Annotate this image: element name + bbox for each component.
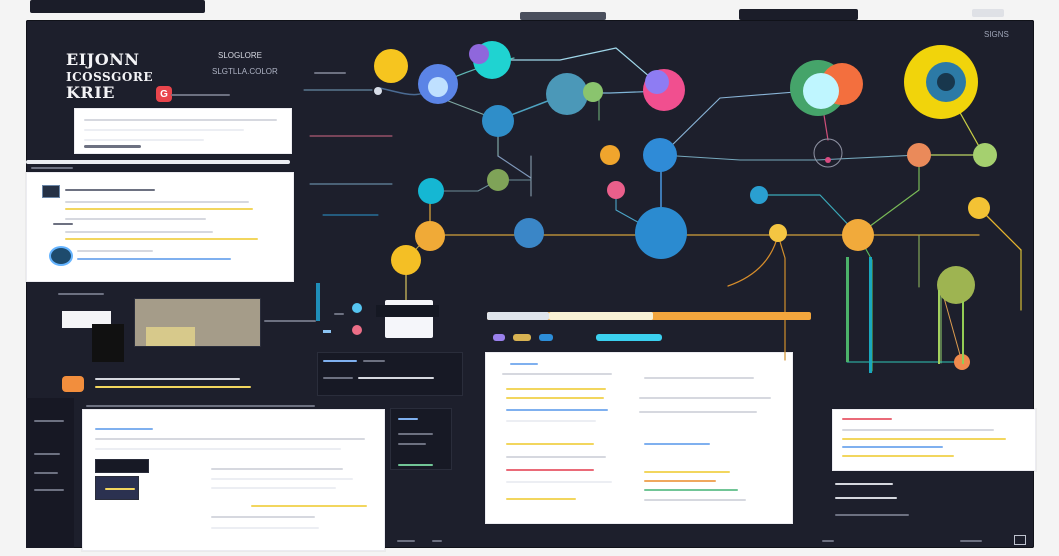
- row-text-2: [95, 386, 251, 388]
- amber-node: [415, 221, 445, 251]
- divider-1: [26, 160, 290, 164]
- orange-square-icon: [62, 376, 84, 392]
- gold-node: [968, 197, 990, 219]
- mini-chip-3: [539, 334, 553, 341]
- header-underline: [171, 94, 230, 96]
- olive-node: [937, 266, 975, 304]
- top-right-chip: [739, 9, 858, 20]
- moss-node: [487, 169, 509, 191]
- bottom-left-document: [82, 409, 385, 551]
- large-yellow-node-eye: [937, 73, 955, 91]
- g-badge-icon: G: [156, 86, 172, 102]
- progress-segment-1: [487, 312, 549, 320]
- dotted-guide: [316, 283, 320, 321]
- row-divider: [86, 405, 315, 407]
- header-mini-line: [314, 72, 346, 74]
- media-thumbnail: [146, 327, 195, 346]
- teal-node-accent: [469, 44, 489, 64]
- outline-node-dot: [825, 157, 831, 163]
- brand-title-line-3: KRIE: [66, 83, 115, 103]
- device-top-bar: [376, 305, 439, 317]
- top-left-bar: [30, 0, 205, 13]
- mini-text-1: [31, 167, 73, 169]
- right-meta-line-2: [835, 497, 897, 499]
- left-white-dot: [374, 87, 382, 95]
- vertical-lime-line: [962, 301, 964, 364]
- left-cyan-dot: [352, 303, 362, 313]
- bottom-tab-4: [960, 540, 982, 542]
- bottom-tab-2: [432, 540, 442, 542]
- chat-bubble-icon: [49, 246, 73, 266]
- media-preview: [134, 298, 261, 347]
- small-blue-dash: [323, 330, 331, 333]
- vertical-green-line: [938, 290, 940, 364]
- right-orange-node: [842, 219, 874, 251]
- multi-color-node-center: [803, 73, 839, 109]
- top-center-chip: [520, 12, 606, 20]
- mini-chip-2: [513, 334, 531, 341]
- media-icon: [1014, 535, 1026, 545]
- progress-segment-2: [549, 312, 653, 320]
- brand-title-line-2: ICOSSGORE: [66, 69, 154, 84]
- media-dark-block: [92, 324, 124, 362]
- brand-title: EIJONN ICOSSGORE KRIE: [66, 50, 154, 103]
- bottom-tab-3: [822, 540, 834, 542]
- summary-card-top: [74, 108, 292, 154]
- small-cyan-node: [750, 186, 768, 204]
- outline-node: [813, 138, 843, 168]
- steel-node: [514, 218, 544, 248]
- pink-small-node: [607, 181, 625, 199]
- green-side-node: [583, 82, 603, 102]
- left-pink-dot: [352, 325, 362, 335]
- small-header-label-1: SLOGLORE: [218, 51, 263, 60]
- top-right-label: SIGNS: [984, 30, 1009, 39]
- hub-node: [643, 138, 677, 172]
- cyan-node: [418, 178, 444, 204]
- middle-mini-panel: [390, 408, 452, 470]
- vertical-dotted-line: [846, 257, 849, 362]
- orange-node: [600, 145, 620, 165]
- left-sidebar: [26, 398, 74, 548]
- right-notification-card: [832, 409, 1036, 471]
- top-small-chip: [972, 9, 1004, 17]
- brand-title-line-1: EIJONN: [66, 50, 140, 69]
- small-header-label-2: SLGTLLA.COLOR: [212, 67, 278, 76]
- main-blue-node: [635, 207, 687, 259]
- process-node: [482, 105, 514, 137]
- media-label-line: [264, 320, 316, 322]
- right-meta-line-1: [835, 483, 893, 485]
- vertical-cyan-line: [869, 257, 872, 373]
- blue-node-center: [428, 77, 448, 97]
- bottom-tab-1: [397, 540, 415, 542]
- large-teal-node: [546, 73, 588, 115]
- media-small-dash: [334, 313, 344, 315]
- media-white-tab: [62, 311, 111, 328]
- bottom-yellow-node: [391, 245, 421, 275]
- purple-accent-node: [645, 70, 669, 94]
- lime-node: [973, 143, 997, 167]
- center-document: [485, 352, 793, 524]
- yellow-node: [374, 49, 408, 83]
- small-yellow-node: [769, 224, 787, 242]
- right-meta-line-3: [835, 514, 909, 516]
- salmon-node: [907, 143, 931, 167]
- mini-chip-1: [493, 334, 505, 341]
- document-icon: [42, 185, 60, 198]
- mini-label-bar: [58, 293, 104, 295]
- mini-chip-4: [596, 334, 662, 341]
- row-text-1: [95, 378, 240, 380]
- detail-card: [26, 172, 294, 282]
- small-dark-panel: [317, 352, 463, 396]
